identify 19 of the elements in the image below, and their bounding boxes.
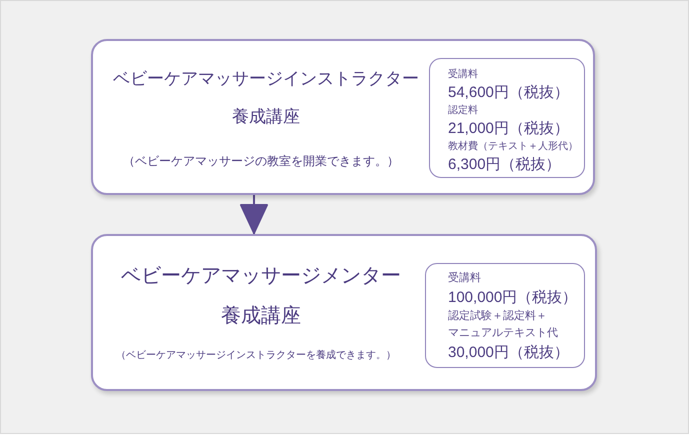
fee-label: 受講料 [448,270,481,286]
course-description: （ベビーケアマッサージの教室を開業できます。） [123,153,399,169]
course-card [91,39,595,195]
fee-amount: 100,000円（税抜） [448,288,578,308]
fee-label: 認定試験＋認定料＋マニュアルテキスト代 [448,308,559,341]
fee-amount: 54,600円（税抜） [448,83,569,102]
course-description: （ベビーケアマッサージインストラクターを養成できます。） [116,349,396,363]
fee-amount: 6,300円（税抜） [448,155,561,174]
fee-label: 教材費（テキスト＋人形代） [448,140,578,154]
fee-amount: 21,000円（税抜） [448,119,569,138]
course-title: ベビーケアマッサージインストラクター養成講座 [112,68,420,128]
course-card [91,234,597,391]
arrow [240,195,268,234]
fee-amount: 30,000円（税抜） [448,343,569,363]
fee-panel [429,58,585,178]
course-title: ベビーケアマッサージメンター養成講座 [120,264,402,329]
fee-panel [425,263,585,368]
fee-label: 受講料 [448,68,478,82]
fee-label: 認定料 [448,104,478,118]
